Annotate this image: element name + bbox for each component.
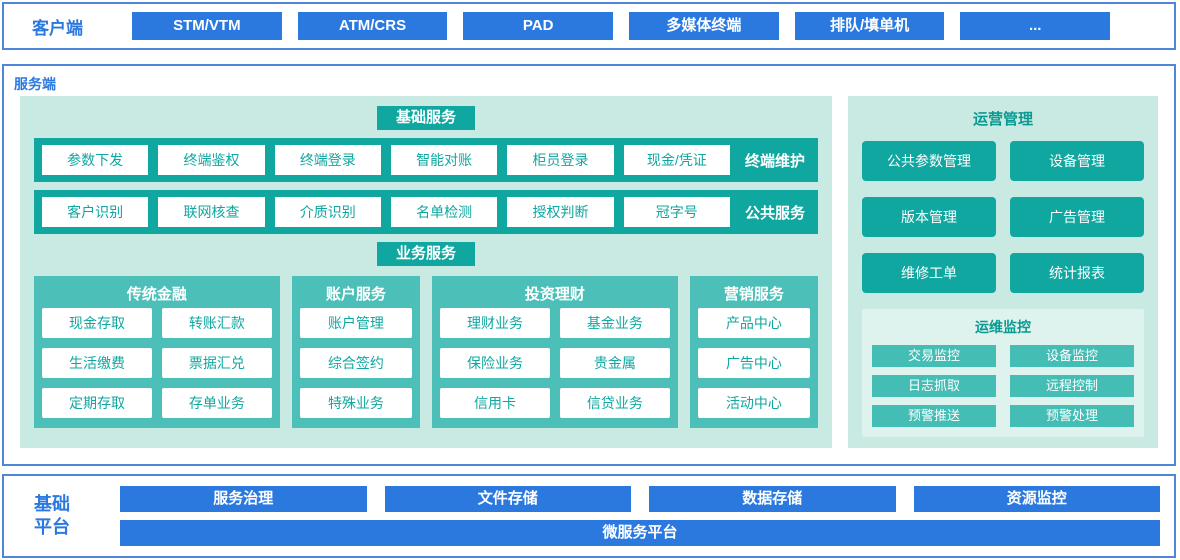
business-service-button[interactable]: 信用卡 bbox=[440, 388, 550, 418]
monitoring-grid: 交易监控 设备监控 日志抓取 远程控制 预警推送 预警处理 bbox=[872, 345, 1134, 427]
terminal-stm-vtm-button[interactable]: STM/VTM bbox=[132, 12, 282, 40]
monitor-button[interactable]: 预警推送 bbox=[872, 405, 996, 427]
terminal-maintenance-row: 参数下发 终端鉴权 终端登录 智能对账 柜员登录 现金/凭证 终端维护 bbox=[34, 138, 818, 182]
business-service-button[interactable]: 特殊业务 bbox=[299, 388, 412, 418]
monitor-button[interactable]: 日志抓取 bbox=[872, 375, 996, 397]
business-services-title: 业务服务 bbox=[377, 242, 475, 266]
basic-service-button[interactable]: 名单检测 bbox=[390, 197, 498, 227]
business-service-button[interactable]: 产品中心 bbox=[697, 308, 810, 338]
basic-service-button[interactable]: 授权判断 bbox=[507, 197, 614, 227]
server-label: 服务端 bbox=[14, 76, 56, 92]
business-service-button[interactable]: 理财业务 bbox=[440, 308, 550, 338]
monitor-button[interactable]: 预警处理 bbox=[1010, 405, 1134, 427]
monitor-button[interactable]: 远程控制 bbox=[1010, 375, 1134, 397]
business-service-button[interactable]: 生活缴费 bbox=[42, 348, 152, 378]
business-service-button[interactable]: 账户管理 bbox=[299, 308, 412, 338]
terminal-queue-button[interactable]: 排队/填单机 bbox=[794, 12, 945, 40]
group-account-services: 账户服务 账户管理 综合签约 特殊业务 bbox=[291, 276, 420, 428]
services-panel: 基础服务 参数下发 终端鉴权 终端登录 智能对账 柜员登录 现金/凭证 终端维护… bbox=[20, 96, 832, 448]
terminal-atm-crs-button[interactable]: ATM/CRS bbox=[297, 12, 448, 40]
ops-button[interactable]: 设备管理 bbox=[1010, 141, 1144, 181]
business-service-button[interactable]: 票据汇兑 bbox=[161, 348, 272, 378]
group-investment: 投资理财 理财业务 基金业务 保险业务 贵金属 信用卡 信贷业务 bbox=[432, 276, 678, 428]
basic-service-button[interactable]: 参数下发 bbox=[42, 145, 149, 175]
platform-row: 服务治理 文件存储 数据存储 资源监控 bbox=[120, 486, 1160, 512]
server-content: 基础服务 参数下发 终端鉴权 终端登录 智能对账 柜员登录 现金/凭证 终端维护… bbox=[20, 96, 1158, 448]
basic-service-button[interactable]: 终端鉴权 bbox=[158, 145, 265, 175]
terminal-multimedia-button[interactable]: 多媒体终端 bbox=[629, 12, 779, 40]
business-service-button[interactable]: 活动中心 bbox=[697, 388, 810, 418]
business-service-button[interactable]: 贵金属 bbox=[559, 348, 670, 378]
platform-label: 基础平台 bbox=[34, 494, 70, 537]
ops-button[interactable]: 广告管理 bbox=[1010, 197, 1144, 237]
group-title: 传统金融 bbox=[126, 286, 187, 303]
client-section: 客户端 STM/VTM ATM/CRS PAD 多媒体终端 排队/填单机 ... bbox=[2, 2, 1176, 50]
group-traditional-finance: 传统金融 现金存取 转账汇款 生活缴费 票据汇兑 定期存取 存单业务 bbox=[34, 276, 280, 428]
ops-button[interactable]: 维修工单 bbox=[862, 253, 996, 293]
business-service-button[interactable]: 保险业务 bbox=[440, 348, 550, 378]
business-service-button[interactable]: 基金业务 bbox=[559, 308, 670, 338]
basic-service-button[interactable]: 客户识别 bbox=[42, 197, 149, 227]
group-grid: 产品中心 广告中心 活动中心 bbox=[697, 308, 810, 418]
monitor-button[interactable]: 设备监控 bbox=[1010, 345, 1134, 367]
monitoring-panel: 运维监控 交易监控 设备监控 日志抓取 远程控制 预警推送 预警处理 bbox=[862, 309, 1144, 437]
group-marketing: 营销服务 产品中心 广告中心 活动中心 bbox=[689, 276, 818, 428]
client-terminal-list: STM/VTM ATM/CRS PAD 多媒体终端 排队/填单机 ... bbox=[132, 12, 1111, 40]
group-grid: 理财业务 基金业务 保险业务 贵金属 信用卡 信贷业务 bbox=[440, 308, 670, 418]
server-section: 服务端 基础服务 参数下发 终端鉴权 终端登录 智能对账 柜员登录 现金/凭证 … bbox=[2, 64, 1176, 466]
business-service-button[interactable]: 综合签约 bbox=[299, 348, 412, 378]
business-groups: 传统金融 现金存取 转账汇款 生活缴费 票据汇兑 定期存取 存单业务 账户服务 … bbox=[34, 276, 818, 428]
business-service-button[interactable]: 存单业务 bbox=[161, 388, 272, 418]
operations-panel: 运营管理 公共参数管理 设备管理 版本管理 广告管理 维修工单 统计报表 运维监… bbox=[848, 96, 1158, 448]
public-services-row: 客户识别 联网核查 介质识别 名单检测 授权判断 冠字号 公共服务 bbox=[34, 190, 818, 234]
group-grid: 账户管理 综合签约 特殊业务 bbox=[299, 308, 412, 418]
group-title: 营销服务 bbox=[723, 286, 784, 303]
group-grid: 现金存取 转账汇款 生活缴费 票据汇兑 定期存取 存单业务 bbox=[42, 308, 272, 418]
platform-data-storage-button[interactable]: 数据存储 bbox=[649, 486, 896, 512]
monitoring-title: 运维监控 bbox=[975, 319, 1031, 335]
basic-service-button[interactable]: 现金/凭证 bbox=[623, 145, 730, 175]
group-title: 账户服务 bbox=[325, 286, 386, 303]
terminal-pad-button[interactable]: PAD bbox=[463, 12, 614, 40]
basic-service-button[interactable]: 柜员登录 bbox=[507, 145, 614, 175]
basic-services-title: 基础服务 bbox=[377, 106, 475, 130]
ops-button[interactable]: 统计报表 bbox=[1010, 253, 1144, 293]
terminal-maintenance-label: 终端维护 bbox=[744, 152, 805, 170]
platform-resource-monitor-button[interactable]: 资源监控 bbox=[913, 486, 1160, 512]
basic-service-button[interactable]: 智能对账 bbox=[390, 145, 498, 175]
platform-file-storage-button[interactable]: 文件存储 bbox=[384, 486, 631, 512]
platform-content: 服务治理 文件存储 数据存储 资源监控 微服务平台 bbox=[120, 486, 1160, 546]
group-title: 投资理财 bbox=[524, 286, 585, 303]
business-service-button[interactable]: 广告中心 bbox=[697, 348, 810, 378]
business-service-button[interactable]: 定期存取 bbox=[42, 388, 152, 418]
ops-button[interactable]: 版本管理 bbox=[862, 197, 996, 237]
basic-service-button[interactable]: 冠字号 bbox=[623, 197, 730, 227]
terminal-more-button[interactable]: ... bbox=[960, 12, 1111, 40]
monitor-button[interactable]: 交易监控 bbox=[872, 345, 996, 367]
business-service-button[interactable]: 转账汇款 bbox=[161, 308, 272, 338]
ops-button[interactable]: 公共参数管理 bbox=[862, 141, 996, 181]
public-services-label: 公共服务 bbox=[744, 204, 805, 222]
platform-service-governance-button[interactable]: 服务治理 bbox=[120, 486, 367, 512]
client-label: 客户端 bbox=[32, 18, 83, 38]
basic-service-button[interactable]: 终端登录 bbox=[274, 145, 381, 175]
microservice-platform-button[interactable]: 微服务平台 bbox=[120, 520, 1160, 546]
basic-service-button[interactable]: 联网核查 bbox=[158, 197, 265, 227]
operations-title: 运营管理 bbox=[972, 111, 1033, 128]
business-service-button[interactable]: 信贷业务 bbox=[559, 388, 670, 418]
basic-service-button[interactable]: 介质识别 bbox=[274, 197, 381, 227]
platform-section: 基础平台 服务治理 文件存储 数据存储 资源监控 微服务平台 bbox=[2, 474, 1176, 558]
business-service-button[interactable]: 现金存取 bbox=[42, 308, 152, 338]
operations-grid: 公共参数管理 设备管理 版本管理 广告管理 维修工单 统计报表 bbox=[862, 141, 1144, 293]
